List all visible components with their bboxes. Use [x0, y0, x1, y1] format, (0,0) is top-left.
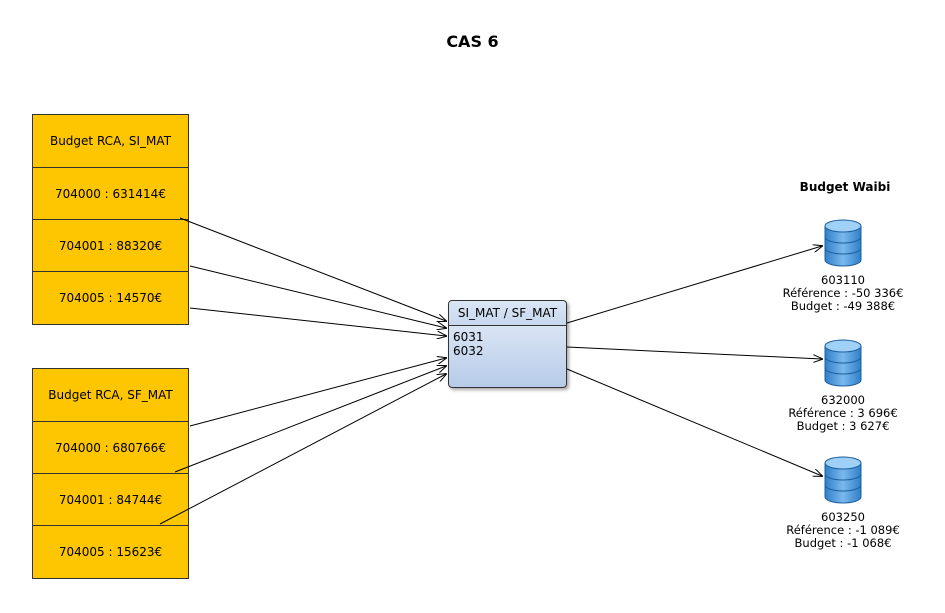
- diagram-title: CAS 6: [446, 32, 499, 51]
- database-632000: 632000 Référence : 3 696€ Budget : 3 627…: [763, 338, 923, 433]
- waibi-title: Budget Waibi: [799, 180, 891, 194]
- connector-arrow: [159, 374, 446, 525]
- database-icon: [824, 339, 862, 387]
- account-line: 6031: [453, 330, 484, 344]
- connector-arrow: [566, 346, 822, 359]
- mapping-box: SI_MAT / SF_MAT 6031 6032: [448, 300, 567, 388]
- db-code: 603250: [821, 510, 865, 524]
- db-reference: Référence : -50 336€: [782, 286, 904, 300]
- database-icon: [824, 456, 862, 504]
- database-603250: 603250 Référence : -1 089€ Budget : -1 0…: [763, 455, 923, 550]
- connector-arrow: [189, 265, 446, 328]
- connector-arrow: [566, 246, 822, 324]
- account-line: 6032: [453, 344, 484, 358]
- connector-arrow: [566, 368, 822, 476]
- table-row: 704001 : 88320€: [33, 219, 188, 271]
- table-row: 704000 : 631414€: [33, 167, 188, 219]
- budget-table-si-mat: Budget RCA, SI_MAT 704000 : 631414€ 7040…: [32, 114, 189, 325]
- db-reference: Référence : -1 089€: [786, 523, 900, 537]
- db-budget: Budget : 3 627€: [796, 419, 890, 433]
- connector-arrow: [189, 307, 446, 336]
- db-budget: Budget : -1 068€: [794, 536, 892, 550]
- db-code: 603110: [821, 273, 865, 287]
- table-row: 704000 : 680766€: [33, 421, 188, 473]
- table-row: 704001 : 84744€: [33, 473, 188, 525]
- budget-table-sf-mat: Budget RCA, SF_MAT 704000 : 680766€ 7040…: [32, 368, 189, 579]
- db-code: 632000: [821, 393, 865, 407]
- table-header: Budget RCA, SF_MAT: [48, 388, 173, 402]
- db-budget: Budget : -49 388€: [790, 299, 896, 313]
- table-row: 704005 : 14570€: [33, 271, 188, 323]
- table-header: Budget RCA, SI_MAT: [49, 134, 172, 148]
- connector-arrow: [174, 366, 446, 473]
- table-row: 704005 : 15623€: [33, 525, 188, 577]
- mapping-box-body: 6031 6032: [449, 326, 566, 362]
- connector-arrow: [179, 217, 446, 321]
- db-reference: Référence : 3 696€: [788, 406, 898, 420]
- database-icon: [824, 219, 862, 267]
- connector-arrow: [189, 358, 446, 427]
- mapping-box-header: SI_MAT / SF_MAT: [449, 301, 566, 326]
- database-603110: 603110 Référence : -50 336€ Budget : -49…: [763, 218, 923, 313]
